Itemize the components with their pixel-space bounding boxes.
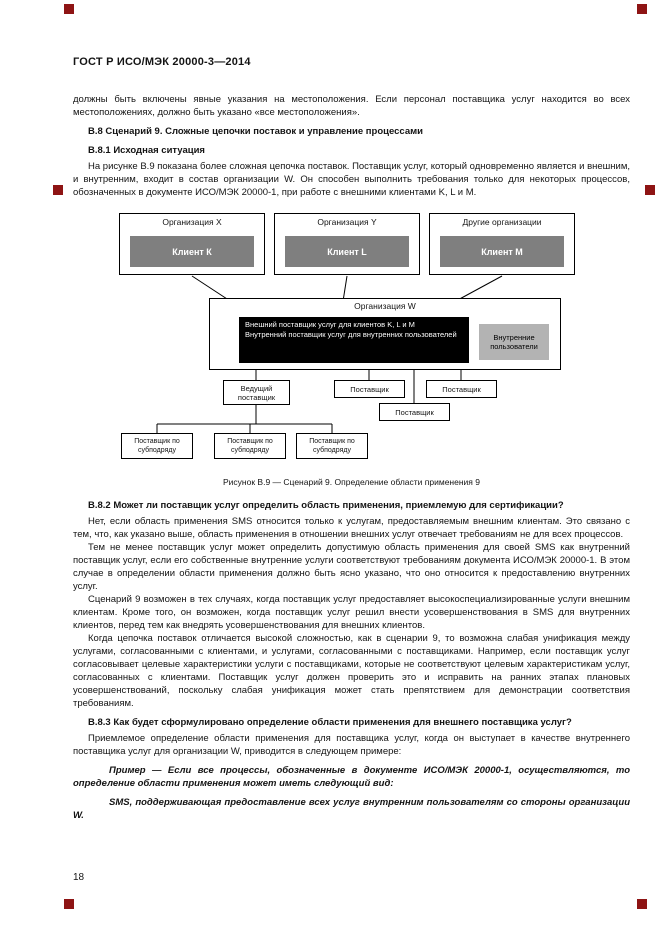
org-other-box: Другие организации Клиент М	[429, 213, 575, 275]
org-w-title: Организация W	[354, 301, 416, 311]
client-l-box: Клиент L	[285, 236, 409, 267]
paragraph-b82-4: Когда цепочка поставок отличается высоко…	[73, 633, 630, 709]
client-m-box: Клиент М	[440, 236, 564, 267]
lead-supplier-box: Ведущий поставщик	[223, 380, 290, 405]
page-number: 18	[73, 872, 85, 883]
client-k-box: Клиент К	[130, 236, 254, 267]
registration-mark	[53, 185, 63, 195]
example-paragraph-1: Пример — Если все процессы, обозначенные…	[73, 765, 630, 789]
org-other-title: Другие организации	[462, 217, 542, 227]
section-heading-b82: В.8.2 Может ли поставщик услуг определит…	[88, 500, 564, 511]
subcontractor-box: Поставщик по субподряду	[296, 433, 368, 459]
org-y-title: Организация Y	[317, 217, 377, 227]
registration-mark	[64, 899, 74, 909]
org-x-title: Организация X	[162, 217, 222, 227]
provider-line-2: Внутренний поставщик услуг для внутренни…	[245, 329, 457, 339]
section-heading-b83: В.8.3 Как будет сформулировано определен…	[88, 717, 572, 728]
org-w-box: Организация W Внешний поставщик услуг дл…	[209, 298, 561, 370]
section-heading-b8: В.8 Сценарий 9. Сложные цепочки поставок…	[88, 126, 423, 137]
service-provider-box: Внешний поставщик услуг для клиентов K, …	[239, 317, 469, 363]
paragraph-b82-2: Тем не менее поставщик услуг может опред…	[73, 542, 630, 592]
paragraph-b81: На рисунке В.9 показана более сложная це…	[73, 161, 630, 198]
paragraph-b82-3: Сценарий 9 возможен в тех случаях, когда…	[73, 594, 630, 631]
paragraph-intro: должны быть включены явные указания на м…	[73, 94, 630, 118]
page-content: должны быть включены явные указания на м…	[73, 93, 630, 822]
paragraph-b82-1: Нет, если область применения SMS относит…	[73, 516, 630, 540]
org-x-box: Организация X Клиент К	[119, 213, 265, 275]
registration-mark	[637, 4, 647, 14]
supplier-box: Поставщик	[379, 403, 450, 421]
supplier-box: Поставщик	[334, 380, 405, 398]
figure-caption: Рисунок В.9 — Сценарий 9. Определение об…	[223, 477, 480, 487]
registration-mark	[64, 4, 74, 14]
internal-users-box: Внутренние пользователи	[479, 324, 549, 360]
registration-mark	[645, 185, 655, 195]
subcontractor-box: Поставщик по субподряду	[121, 433, 193, 459]
subcontractor-box: Поставщик по субподряду	[214, 433, 286, 459]
example-paragraph-2: SMS, поддерживающая предоставление всех …	[73, 797, 630, 821]
section-heading-b81: В.8.1 Исходная ситуация	[88, 145, 205, 156]
provider-line-1: Внешний поставщик услуг для клиентов K, …	[245, 320, 415, 329]
registration-mark	[637, 899, 647, 909]
supplier-box: Поставщик	[426, 380, 497, 398]
paragraph-b83-1: Приемлемое определение области применени…	[73, 733, 630, 757]
org-y-box: Организация Y Клиент L	[274, 213, 420, 275]
figure-b9-diagram: Организация X Клиент К Организация Y Кли…	[73, 205, 630, 467]
document-title: ГОСТ Р ИСО/МЭК 20000-3—2014	[73, 56, 251, 68]
